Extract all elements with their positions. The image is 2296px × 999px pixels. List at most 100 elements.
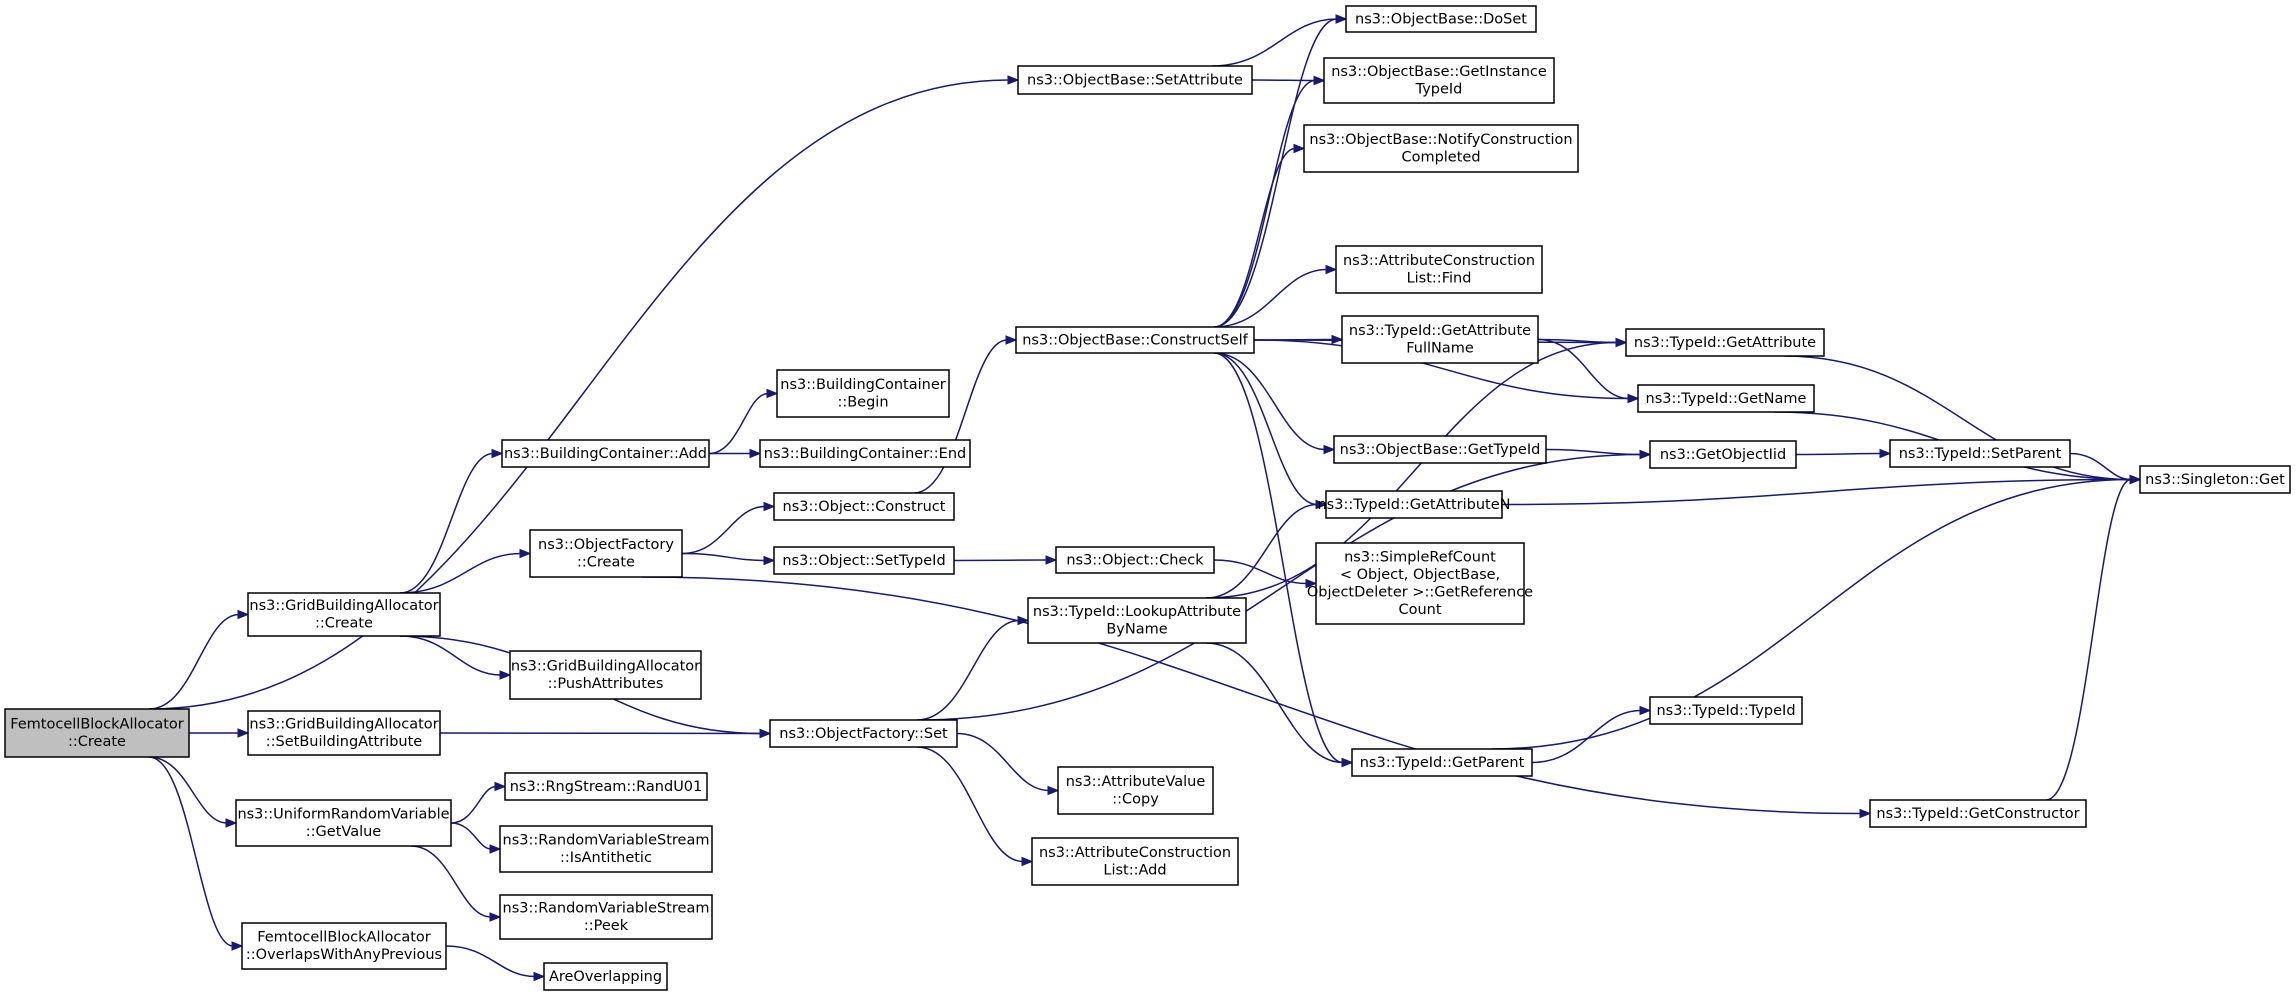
node-are_overlapping[interactable]: AreOverlapping: [543, 962, 668, 991]
node-box: [1637, 384, 1815, 413]
node-label: TypeId: [1415, 82, 1463, 98]
edge-tid_getconstructor-to-singleton_get: [2045, 478, 2132, 801]
node-gba_pushattr[interactable]: ns3::GridBuildingAllocator::PushAttribut…: [509, 650, 702, 700]
node-gba_create[interactable]: ns3::GridBuildingAllocator::Create: [247, 592, 441, 637]
node-simplerefcount[interactable]: ns3::SimpleRefCount< Object, ObjectBase,…: [1307, 542, 1533, 625]
node-av_copy[interactable]: ns3::AttributeValue::Copy: [1057, 766, 1214, 815]
node-box: [247, 710, 441, 756]
node-label: ns3::BuildingContainer::End: [764, 446, 967, 462]
node-ob_constructself[interactable]: ns3::ObjectBase::ConstructSelf: [1015, 326, 1255, 354]
edge-ob_constructself-to-ob_notify: [1213, 147, 1296, 328]
node-label: ::OverlapsWithAnyPrevious: [246, 947, 442, 963]
node-label: ::IsAntithetic: [560, 850, 652, 866]
node-bc_end[interactable]: ns3::BuildingContainer::End: [759, 439, 971, 468]
node-singleton_get[interactable]: ns3::Singleton::Get: [2139, 465, 2291, 494]
node-label: List::Add: [1103, 863, 1166, 879]
node-obj_settypeid[interactable]: ns3::Object::SetTypeId: [773, 546, 955, 575]
node-box: [1889, 439, 2071, 468]
arrowhead-femto_overlaps-to-are_overlapping: [533, 971, 546, 982]
node-box: [773, 492, 955, 521]
node-rvs_peek[interactable]: ns3::RandomVariableStream::Peek: [499, 894, 713, 940]
node-obj_construct[interactable]: ns3::Object::Construct: [773, 492, 955, 521]
node-box: [1341, 315, 1539, 364]
node-obj_check[interactable]: ns3::Object::Check: [1055, 546, 1215, 574]
arrowhead-of_create-to-tid_getconstructor: [1859, 808, 1872, 819]
node-box: [1345, 5, 1537, 33]
node-urv_getvalue[interactable]: ns3::UniformRandomVariable::GetValue: [235, 799, 452, 847]
node-label: ns3::GetObjectIid: [1660, 447, 1786, 463]
node-label: ::Create: [68, 734, 126, 750]
node-box: [235, 799, 452, 847]
edge-obj_settypeid-to-obj_check: [953, 559, 1048, 562]
edge-ob_constructself-to-tid_getattrn: [1213, 352, 1318, 506]
node-getobjectiid[interactable]: ns3::GetObjectIid: [1649, 440, 1797, 469]
node-box: [1333, 435, 1547, 464]
arrowhead-femto_create-to-gba_create: [237, 609, 250, 620]
edge-bc_add-to-bc_begin: [708, 392, 769, 455]
node-label: List::Find: [1407, 271, 1472, 287]
node-box: [1027, 597, 1247, 644]
arrowhead-ob_constructself-to-tid_getattrfull: [1331, 334, 1344, 345]
arrowhead-femto_create-to-femto_overlaps: [231, 941, 244, 951]
edge-of_create-to-obj_construct: [681, 505, 766, 555]
edge-tid_getattrn-to-singleton_get: [1501, 478, 2132, 506]
node-label: ::Begin: [837, 395, 888, 411]
arrowhead-gba_create-to-of_create: [519, 548, 532, 559]
node-label: ns3::ObjectBase::NotifyConstruction: [1309, 132, 1572, 148]
arrowhead-tid_getparent-to-tid_typeid: [1639, 705, 1652, 716]
node-ob_notify[interactable]: ns3::ObjectBase::NotifyConstructionCompl…: [1303, 124, 1579, 173]
arrowhead-femto_create-to-urv_getvalue: [225, 818, 238, 828]
node-tid_getattr[interactable]: ns3::TypeId::GetAttribute: [1625, 328, 1825, 357]
node-label: < Object, ObjectBase,: [1340, 567, 1500, 583]
node-label: ns3::AttributeValue: [1066, 774, 1206, 790]
node-bc_add[interactable]: ns3::BuildingContainer::Add: [501, 439, 710, 468]
node-of_create[interactable]: ns3::ObjectFactory::Create: [529, 529, 683, 578]
edge-getobjectiid-to-tid_setparent: [1795, 452, 1882, 456]
node-rng_randu01[interactable]: ns3::RngStream::RandU01: [504, 772, 708, 801]
node-box: [1055, 546, 1215, 574]
node-tid_typeid[interactable]: ns3::TypeId::TypeId: [1649, 696, 1803, 725]
edge-femto_create-to-urv_getvalue: [148, 756, 228, 824]
node-label: ::Create: [577, 555, 635, 571]
node-femto_overlaps[interactable]: FemtocellBlockAllocator::OverlapsWithAny…: [241, 922, 447, 970]
node-box: [1351, 748, 1533, 777]
node-label: ObjectDeleter >::GetReference: [1307, 585, 1533, 601]
arrowhead-urv_getvalue-to-rng_randu01: [494, 781, 507, 792]
arrowhead-ob_gettypeid-to-getobjectiid: [1639, 449, 1652, 460]
node-femto_create[interactable]: FemtocellBlockAllocator::Create: [4, 708, 190, 758]
edge-of_set-to-getobjectiid: [916, 453, 1642, 721]
arrowhead-of_set-to-acl_add: [1021, 856, 1034, 867]
node-rvs_isanti[interactable]: ns3::RandomVariableStream::IsAntithetic: [499, 825, 713, 873]
node-bc_begin[interactable]: ns3::BuildingContainer::Begin: [776, 369, 950, 418]
node-tid_setparent[interactable]: ns3::TypeId::SetParent: [1889, 439, 2071, 468]
edge-tid_lookupattr-to-tid_getparent: [1205, 642, 1344, 764]
node-tid_getconstructor[interactable]: ns3::TypeId::GetConstructor: [1869, 799, 2087, 828]
arrowhead-of_create-to-obj_settypeid: [763, 555, 776, 566]
arrowhead-tid_getattrfull-to-tid_getname: [1627, 393, 1640, 404]
arrowhead-obj_construct-to-ob_constructself: [1005, 335, 1018, 345]
edge-ob_constructself-to-ob_getinsttid: [1213, 79, 1316, 328]
node-ob_setattr[interactable]: ns3::ObjectBase::SetAttribute: [1017, 65, 1253, 95]
node-box: [1649, 696, 1803, 725]
node-ob_gettypeid[interactable]: ns3::ObjectBase::GetTypeId: [1333, 435, 1547, 464]
node-label: ns3::BuildingContainer::Add: [504, 446, 707, 462]
edge-femto_create-to-gba_create: [148, 613, 240, 710]
node-ob_doset[interactable]: ns3::ObjectBase::DoSet: [1345, 5, 1537, 33]
node-tid_getname[interactable]: ns3::TypeId::GetName: [1637, 384, 1815, 413]
node-box: [1057, 766, 1214, 815]
edge-urv_getvalue-to-rng_randu01: [450, 785, 497, 824]
node-tid_getattrn[interactable]: ns3::TypeId::GetAttributeN: [1317, 490, 1511, 519]
node-label: ns3::ObjectBase::GetTypeId: [1340, 442, 1541, 458]
arrowhead-femto_create-to-gba_setbuildattr: [237, 728, 250, 738]
node-gba_setbuildattr[interactable]: ns3::GridBuildingAllocator::SetBuildingA…: [247, 710, 441, 756]
node-box: [1303, 124, 1579, 173]
node-of_set[interactable]: ns3::ObjectFactory::Set: [769, 719, 958, 748]
node-label: Completed: [1401, 150, 1480, 166]
node-label: ::Create: [315, 616, 373, 632]
node-tid_getparent[interactable]: ns3::TypeId::GetParent: [1351, 748, 1533, 777]
